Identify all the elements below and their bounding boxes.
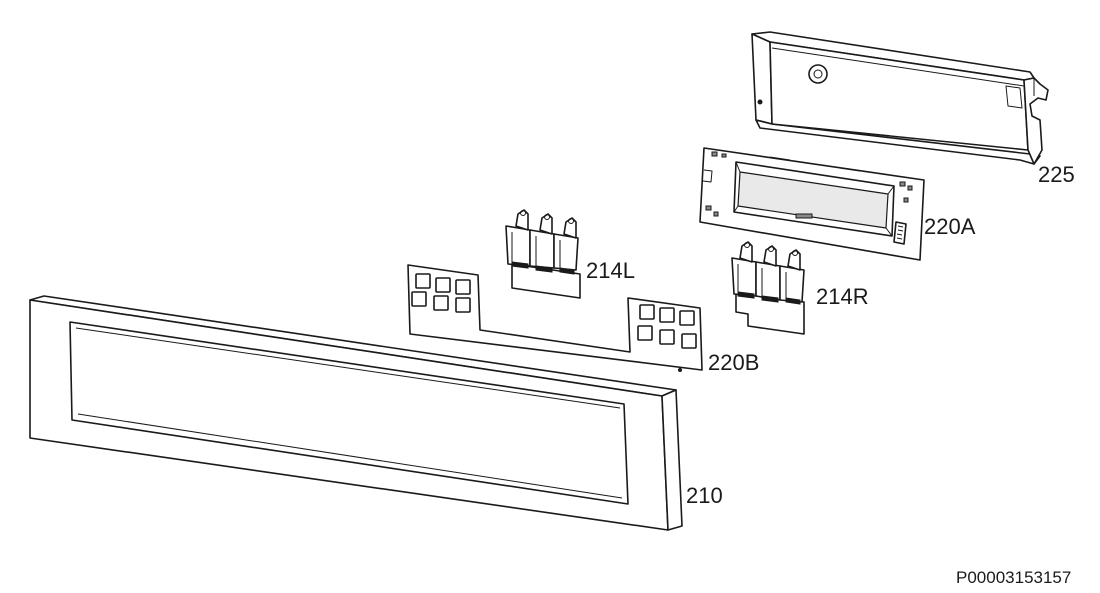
part-214L-button-keys xyxy=(505,209,581,299)
drawing-reference-code: P00003153157 xyxy=(956,568,1071,587)
label-210: 210 xyxy=(686,483,723,508)
part-214R-button-keys xyxy=(731,241,805,335)
part-220B-key-board xyxy=(407,264,703,372)
label-225: 225 xyxy=(1038,162,1075,187)
part-210-front-panel xyxy=(29,295,683,531)
label-214R: 214R xyxy=(816,284,869,309)
label-220B: 220B xyxy=(708,350,759,375)
label-214L: 214L xyxy=(586,258,635,283)
part-225-bracket xyxy=(751,31,1049,165)
part-220A-display-board xyxy=(699,147,925,261)
label-220A: 220A xyxy=(924,214,976,239)
